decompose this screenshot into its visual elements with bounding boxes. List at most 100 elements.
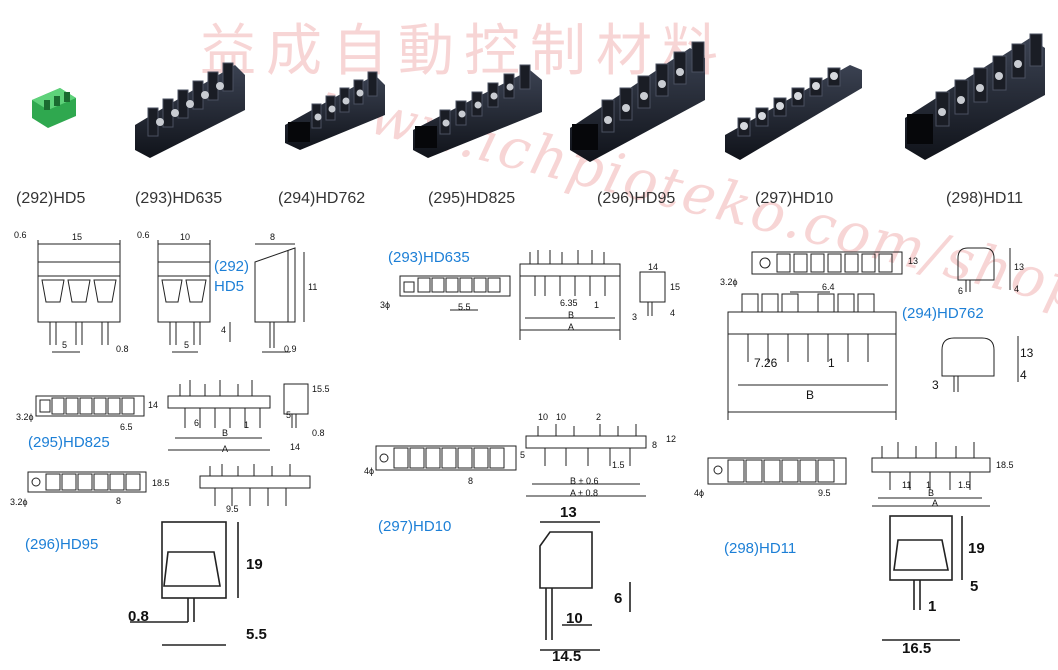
dim-label: A xyxy=(222,444,229,454)
dim-label: 19 xyxy=(968,540,985,557)
dim-label: 3.2ϕ xyxy=(10,497,28,507)
dim-label: 5 xyxy=(970,578,979,595)
dim-label: 0.9 xyxy=(284,344,297,354)
dim-label: 3 xyxy=(632,312,638,322)
dim-label: 2 xyxy=(596,412,602,422)
dim-label: 12 xyxy=(666,434,677,444)
dim-label: 13 xyxy=(1014,262,1025,272)
photo-hd762 xyxy=(285,71,385,150)
dim-label: 9.5 xyxy=(818,488,831,498)
dim-label: 3 xyxy=(932,378,939,392)
diagram-label-hd10: (297)HD10 xyxy=(378,518,452,535)
dim-label: 15 xyxy=(72,232,83,242)
photo-hd5 xyxy=(32,88,76,128)
drawing-hd5-mid xyxy=(157,240,211,353)
photo-label-hd762: (294)HD762 xyxy=(278,190,366,207)
drawing-hd5-side xyxy=(229,243,305,353)
dim-label: 4 xyxy=(1014,284,1020,294)
diagram-label-hd11: (298)HD11 xyxy=(724,540,797,557)
dim-label: 4 xyxy=(1020,368,1027,382)
drawing-hd635-front xyxy=(519,250,621,340)
dim-label: 0.6 xyxy=(137,230,150,240)
photo-hd11 xyxy=(905,33,1045,160)
dim-label: 0.8 xyxy=(116,344,129,354)
dim-label: 11 xyxy=(308,282,318,292)
drawing-hd825-top xyxy=(35,395,145,417)
dim-label: 1 xyxy=(926,480,932,490)
dim-label: 1 xyxy=(828,356,835,370)
photo-hd825 xyxy=(413,64,542,158)
dim-label: 14.5 xyxy=(552,648,582,665)
dim-label: 8 xyxy=(468,476,474,486)
dim-label: 18.5 xyxy=(152,478,170,488)
drawing-hd762-top xyxy=(751,251,903,293)
dim-label: 8 xyxy=(116,496,122,506)
photo-label-hd825: (295)HD825 xyxy=(428,190,516,207)
dim-label: 4 xyxy=(221,325,227,335)
dim-label: 8 xyxy=(652,440,658,450)
dim-label: 16.5 xyxy=(902,640,932,657)
dim-label: 5.5 xyxy=(458,302,471,312)
dim-label: 4ϕ xyxy=(364,466,375,476)
diagram-label-hd95: (296)HD95 xyxy=(25,536,99,553)
photo-hd95 xyxy=(570,41,705,162)
diagram-label-hd762: (294)HD762 xyxy=(902,305,984,322)
dim-label: 15 xyxy=(670,282,681,292)
photo-hd635 xyxy=(135,62,245,158)
dim-label: 4 xyxy=(670,308,676,318)
dim-label: 0.6 xyxy=(14,230,27,240)
drawing-hd95-front xyxy=(199,464,311,506)
dim-label: 6.5 xyxy=(120,422,133,432)
drawing-hd5-front xyxy=(37,240,121,353)
dim-label: 3.2ϕ xyxy=(720,277,738,287)
dim-label: B ± 0.6 xyxy=(570,476,599,486)
dim-label: 5 xyxy=(286,410,292,420)
dim-label: 10 xyxy=(180,232,191,242)
dim-label: 6.35 xyxy=(560,298,578,308)
drawing-hd95-side xyxy=(130,521,239,646)
drawing-hd11-front xyxy=(871,442,991,507)
drawing-hd10-front xyxy=(525,424,647,497)
photo-label-hd11: (298)HD11 xyxy=(946,190,1024,207)
dim-label: 9.5 xyxy=(226,504,239,514)
dim-label: A xyxy=(568,322,575,332)
drawing-hd11-top xyxy=(707,457,847,485)
dim-label: 14 xyxy=(148,400,159,410)
dim-label: 11 xyxy=(902,480,912,490)
dim-label: 6.4 xyxy=(822,282,835,292)
dim-label: 14 xyxy=(648,262,659,272)
photo-label-hd635: (293)HD635 xyxy=(135,190,223,207)
drawing-hd11-side xyxy=(882,515,963,641)
drawing-hd635-side xyxy=(639,271,666,316)
dim-label: 18.5 xyxy=(996,460,1014,470)
drawing-hd825-side xyxy=(283,383,309,428)
dim-label: 1.5 xyxy=(958,480,971,490)
photo-label-hd10: (297)HD10 xyxy=(755,190,834,207)
drawing-hd10-side xyxy=(539,521,631,651)
dim-label: 5 xyxy=(520,450,526,460)
dim-label: 6 xyxy=(958,286,964,296)
dim-label: 5 xyxy=(184,340,190,350)
dim-label: 13 xyxy=(560,504,577,521)
watermark-chinese: 益成自動控制材料 xyxy=(200,19,728,84)
dim-label: 1 xyxy=(244,420,250,430)
photo-hd10 xyxy=(725,65,862,160)
diagram-label-hd5-code: (292) xyxy=(214,258,250,275)
dim-label: 10 xyxy=(566,610,583,627)
dim-label: 1 xyxy=(928,598,937,615)
dim-label: 0.8 xyxy=(128,608,149,625)
dim-label: 6 xyxy=(194,418,200,428)
diagram-label-hd825: (295)HD825 xyxy=(28,434,110,451)
dim-label: 14 xyxy=(290,442,301,452)
dim-label: 5 xyxy=(62,340,68,350)
dim-label: 10 xyxy=(538,412,549,422)
drawing-hd762-front xyxy=(727,293,897,420)
dim-label: 8 xyxy=(270,232,276,242)
dim-label: 13 xyxy=(1020,346,1034,360)
drawing-hd825-front xyxy=(167,380,271,451)
drawing-hd762-side2 xyxy=(941,336,1019,392)
dim-label: A ± 0.8 xyxy=(570,488,598,498)
dim-label: 1 xyxy=(594,300,600,310)
drawing-hd762-side1 xyxy=(957,247,1011,292)
dim-label: A xyxy=(932,498,939,508)
